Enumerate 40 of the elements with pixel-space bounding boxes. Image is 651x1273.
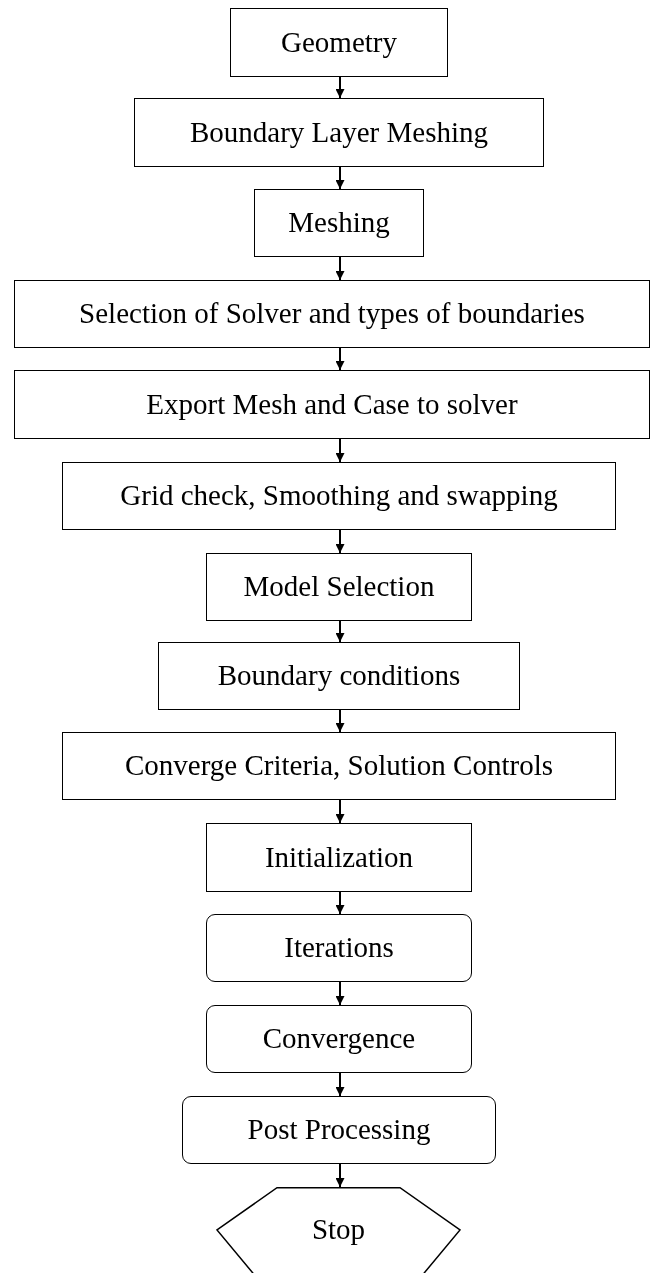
step-label: Stop [311, 1213, 366, 1246]
step-label: Model Selection [243, 571, 435, 603]
process-box [206, 553, 472, 621]
arrow [335, 347, 345, 371]
process-box [254, 189, 424, 257]
process-box [158, 642, 520, 710]
arrow [335, 799, 345, 824]
step-label: Boundary conditions [217, 660, 461, 692]
process-box [230, 8, 448, 77]
process-box [62, 732, 616, 800]
process-box [134, 98, 544, 167]
step-label: Post Processing [247, 1114, 431, 1146]
process-box [62, 462, 616, 530]
arrow [335, 76, 345, 99]
arrow [335, 1163, 345, 1188]
arrow [335, 256, 345, 281]
process-box [206, 823, 472, 892]
step-label: Export Mesh and Case to solver [146, 388, 518, 421]
step-label: Boundary Layer Meshing [190, 116, 488, 149]
arrow [335, 709, 345, 733]
process-box [14, 370, 650, 439]
rounded-process-box [182, 1096, 496, 1164]
arrow [335, 166, 345, 190]
step-label: Selection of Solver and types of boundaries [79, 298, 585, 330]
arrow [335, 1072, 345, 1097]
step-label: Grid check, Smoothing and swapping [120, 480, 558, 512]
rounded-process-box [206, 1005, 472, 1073]
process-box [14, 280, 650, 348]
arrow [335, 891, 345, 915]
step-label: Geometry [281, 26, 397, 59]
arrow [335, 981, 345, 1006]
rounded-process-box [206, 914, 472, 982]
arrow [335, 529, 345, 554]
step-label: Initialization [264, 841, 414, 874]
step-label: Meshing [288, 207, 390, 239]
step-label: Convergence [262, 1023, 416, 1055]
step-label: Converge Criteria, Solution Controls [125, 750, 553, 782]
arrow [335, 438, 345, 463]
arrow [335, 620, 345, 643]
step-label: Iterations [284, 932, 394, 964]
